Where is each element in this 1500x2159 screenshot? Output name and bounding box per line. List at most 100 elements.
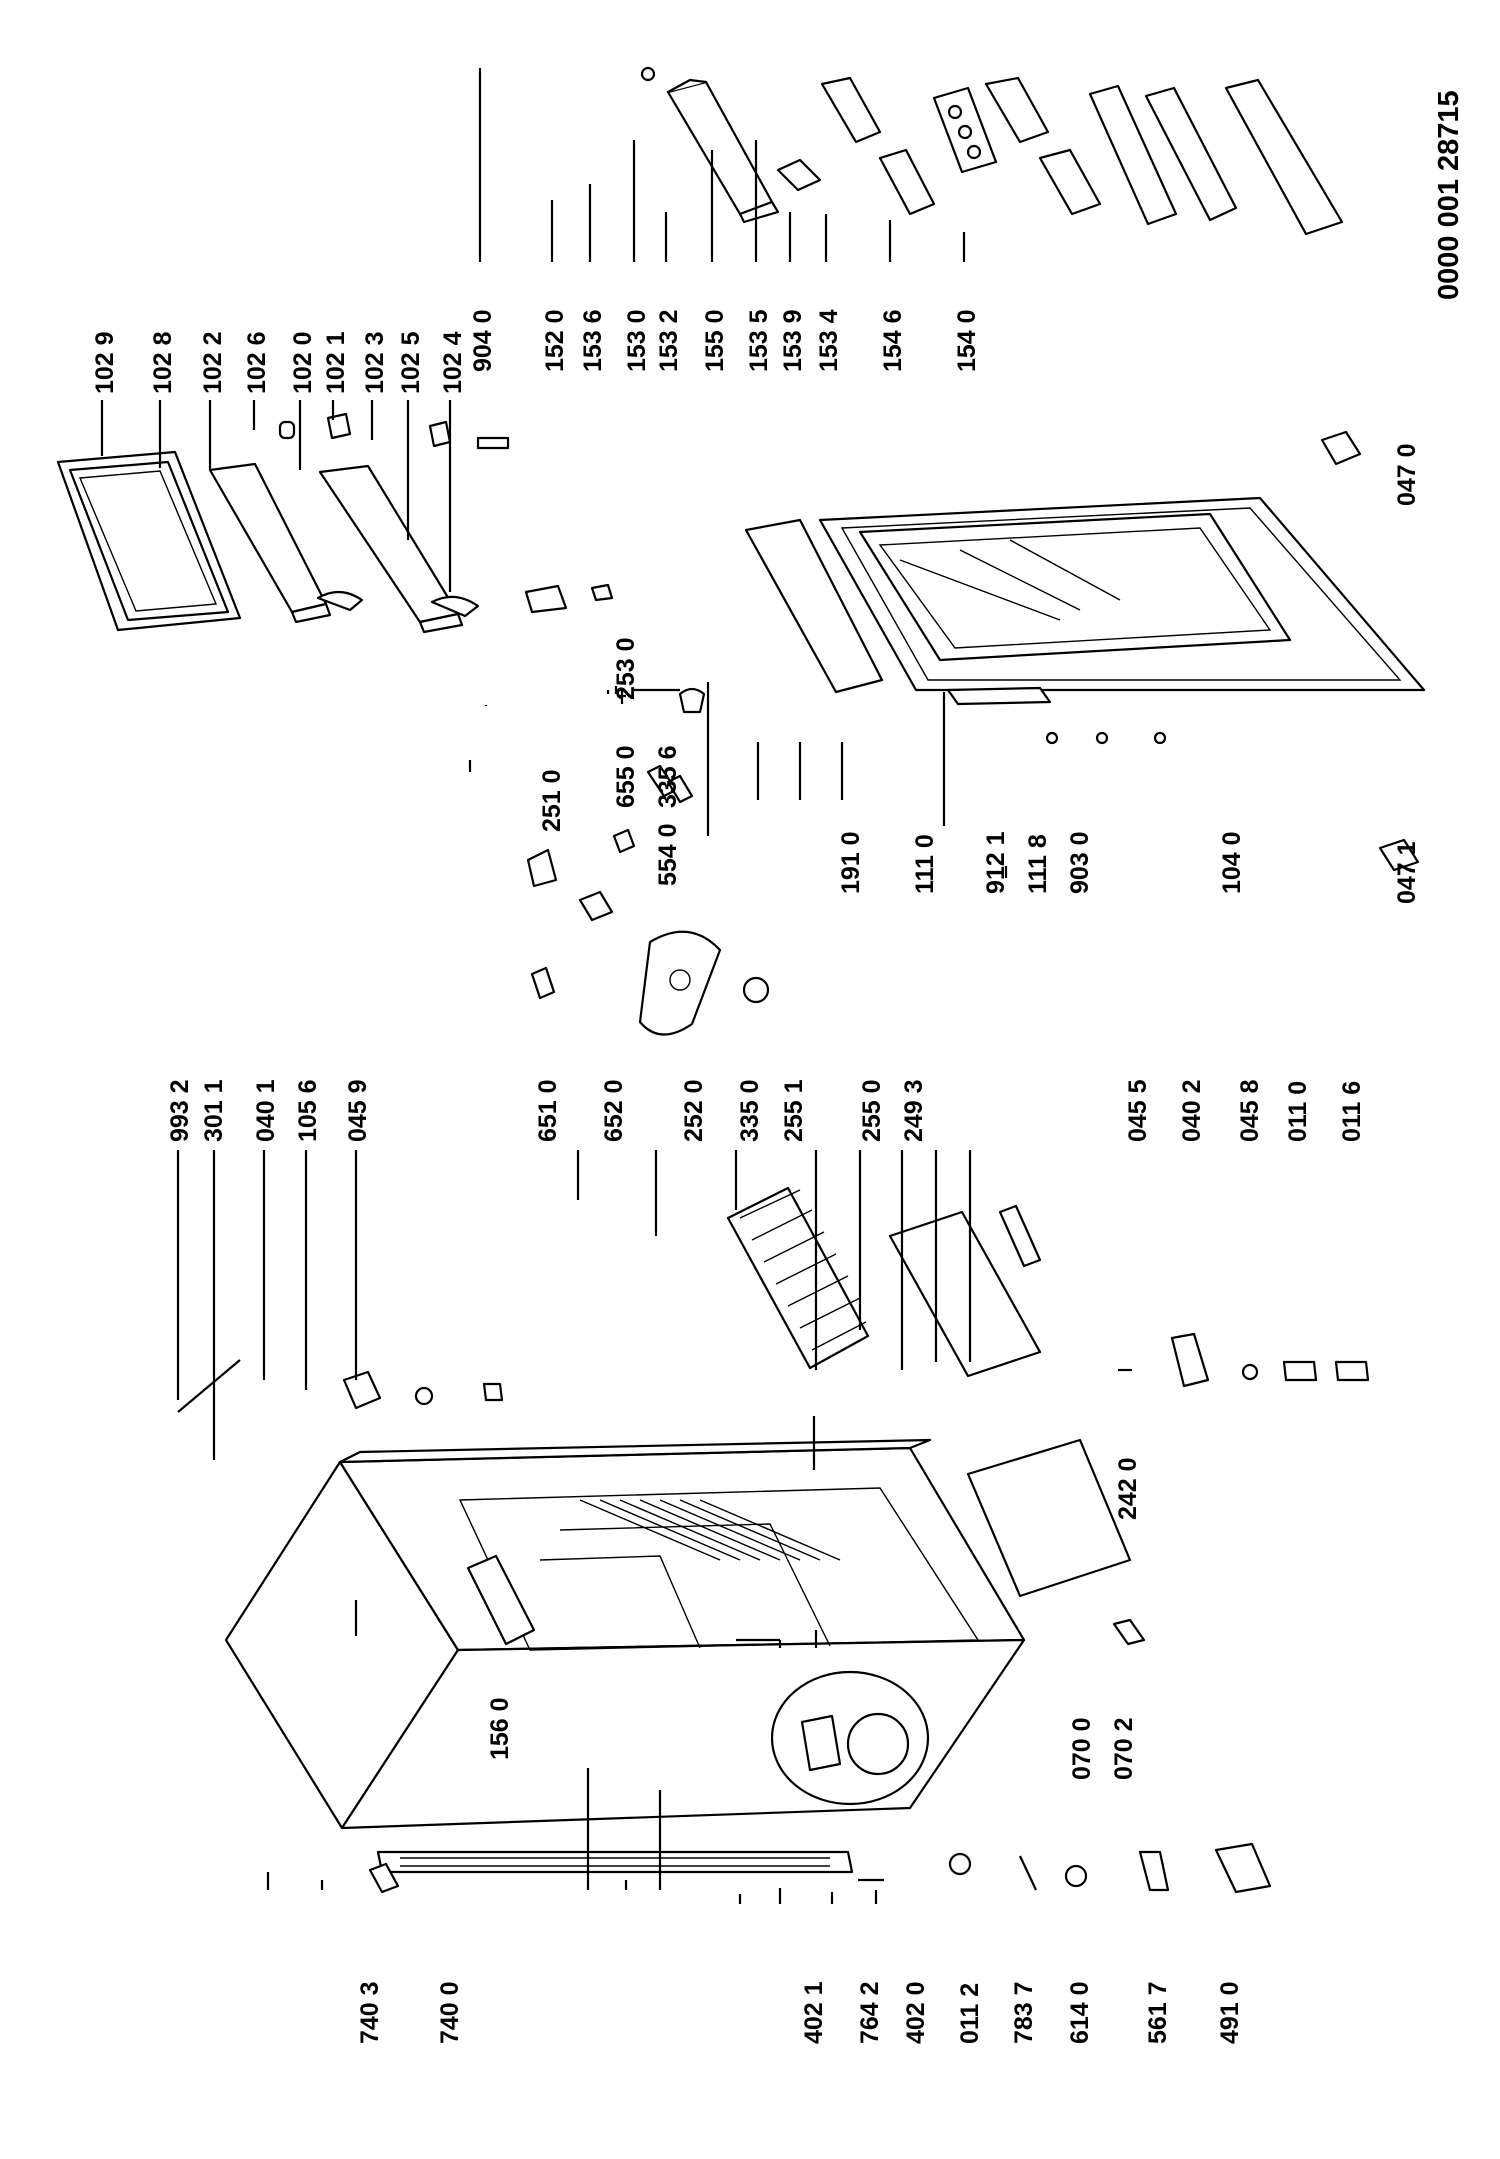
vegetable-bin-2420 [966, 1438, 1132, 1598]
part-1535 [984, 76, 1050, 144]
label-9030: 903 0 [1066, 831, 1094, 894]
evaporator-grid-1560 [466, 1554, 536, 1646]
glass-shelf-1028 [208, 462, 364, 624]
part-1536 [776, 158, 822, 192]
label-0116: 011 6 [1338, 1081, 1366, 1142]
document-id: 0000 001 28715 [1433, 90, 1465, 300]
label-0455: 045 5 [1124, 1079, 1152, 1142]
label-2493: 249 3 [900, 1079, 928, 1142]
label-1550: 155 0 [701, 309, 729, 372]
label-1520: 152 0 [541, 309, 569, 372]
part-9932 [177, 1359, 241, 1413]
label-1530: 153 0 [623, 309, 651, 372]
frame-shelf-1029 [56, 450, 242, 632]
condenser-7400 [376, 1850, 854, 1874]
label-2510: 251 0 [538, 769, 566, 832]
part-1532 [878, 148, 936, 216]
label-1025: 102 5 [397, 331, 425, 394]
leader-lines [100, 68, 1008, 1904]
condenser-clip-7403 [368, 1862, 400, 1894]
door-seal-1910 [744, 518, 884, 694]
label-9121: 912 1 [982, 831, 1010, 894]
label-2420: 242 0 [1114, 1457, 1142, 1520]
label-0702: 070 2 [1110, 1717, 1138, 1780]
label-1026: 102 6 [243, 331, 271, 394]
label-1024: 102 4 [439, 331, 467, 394]
label-0471: 047 1 [1393, 841, 1421, 904]
part-1530 [820, 76, 882, 144]
label-2530: 253 0 [612, 637, 640, 700]
part-2530 [678, 687, 706, 714]
part-5540 [612, 828, 636, 854]
label-1118: 111 8 [1024, 834, 1052, 894]
hinge-0470 [1320, 430, 1362, 466]
label-1532: 153 2 [655, 309, 683, 372]
label-1021: 102 1 [322, 331, 350, 394]
label-0402: 040 2 [1178, 1079, 1206, 1142]
label-0110: 011 0 [1284, 1081, 1312, 1142]
label-9932: 993 2 [166, 1079, 194, 1142]
cabinet-edge-3011 [338, 1438, 932, 1464]
label-6140: 614 0 [1066, 1981, 1094, 2044]
label-1040: 104 0 [1218, 831, 1246, 894]
label-0700: 070 0 [1068, 1717, 1096, 1780]
hinge-0471 [1378, 838, 1420, 872]
part-2510 [526, 848, 558, 888]
label-0458: 045 8 [1236, 1079, 1264, 1142]
label-2551: 255 1 [780, 1079, 808, 1142]
part-1534 [1088, 84, 1178, 226]
part-1539 [1038, 148, 1102, 216]
label-6510: 651 0 [534, 1079, 562, 1142]
label-7642: 764 2 [856, 1981, 884, 2044]
bin-part-0702 [1112, 1618, 1146, 1646]
label-1539: 153 9 [779, 309, 807, 372]
label-4910: 491 0 [1216, 1981, 1244, 2044]
foot-0110 [1282, 1360, 1318, 1382]
label-1022: 102 2 [199, 331, 227, 394]
screw-9030 [1153, 731, 1167, 745]
label-1020: 102 0 [289, 331, 317, 394]
label-5617: 561 7 [1144, 1981, 1172, 2044]
screw-9121 [1045, 731, 1059, 745]
part-labels: 102 9 102 8 102 2 102 6 102 0 102 1 102 … [91, 90, 1465, 2044]
control-housing-2520 [638, 930, 722, 1036]
door-1040 [818, 496, 1426, 692]
label-3350: 335 0 [736, 1079, 764, 1142]
part-0459 [482, 1382, 504, 1402]
label-1546: 154 6 [879, 309, 907, 372]
label-7837: 783 7 [1010, 1981, 1038, 2044]
part-1056 [414, 1386, 434, 1406]
label-0112: 011 2 [956, 1983, 984, 2044]
label-4020: 402 0 [902, 1981, 930, 2044]
label-1536: 153 6 [579, 309, 607, 372]
wire-shelf-2551 [726, 1186, 870, 1370]
label-1534: 153 4 [815, 309, 843, 372]
label-0401: 040 1 [252, 1079, 280, 1142]
label-1028: 102 8 [149, 331, 177, 394]
label-1910: 191 0 [837, 831, 865, 894]
label-3011: 301 1 [200, 1079, 228, 1142]
foot-0116 [1334, 1360, 1370, 1382]
label-1029: 102 9 [91, 331, 119, 394]
glass-shelf-2550 [888, 1210, 1042, 1378]
part-3356 [666, 774, 694, 804]
label-0470: 047 0 [1393, 443, 1421, 506]
label-2520: 252 0 [680, 1079, 708, 1142]
screw-1118 [1095, 731, 1109, 745]
label-6550: 655 0 [612, 745, 640, 808]
label-7400: 740 0 [436, 1981, 464, 2044]
label-6520: 652 0 [600, 1079, 628, 1142]
foot-0458 [1241, 1363, 1259, 1381]
bracket-0402 [1170, 1332, 1210, 1388]
egg-tray-1550 [932, 86, 998, 174]
part-0112 [948, 1852, 972, 1876]
label-4021: 402 1 [800, 1981, 828, 2044]
shelf-trim-2493 [998, 1204, 1042, 1268]
label-1535: 153 5 [745, 309, 773, 372]
label-1560: 156 0 [486, 1697, 514, 1760]
label-5540: 554 0 [654, 823, 682, 886]
part-6510 [530, 966, 556, 1000]
door-bin-1520 [666, 78, 780, 224]
part-drawings [56, 66, 1426, 1894]
